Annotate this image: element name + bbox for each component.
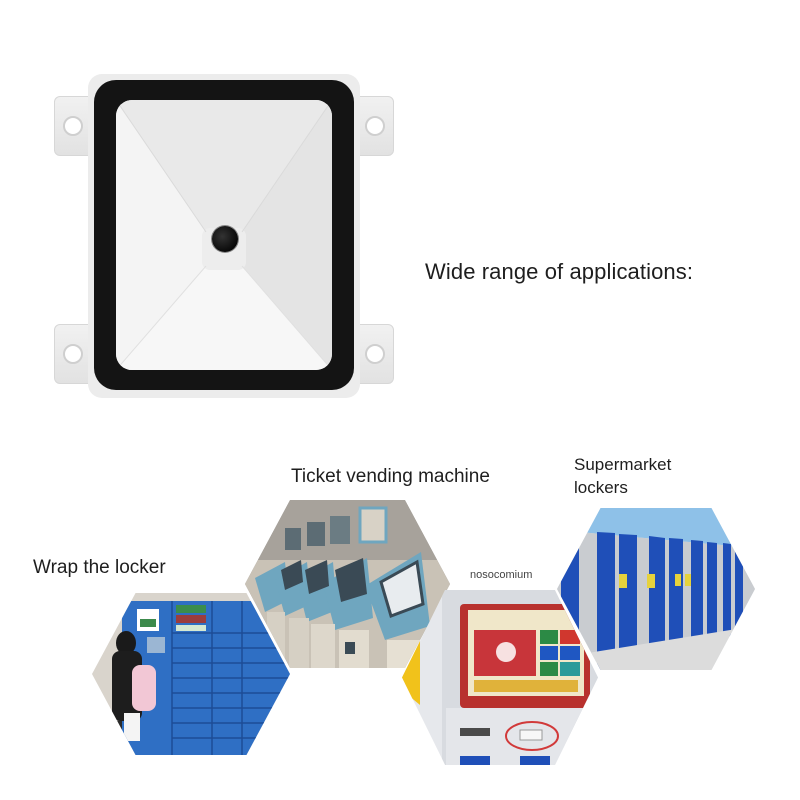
label-line-2: lockers [574, 477, 628, 497]
camera-lens-icon [212, 226, 238, 252]
hex-image-ticket-vending-machine [245, 500, 450, 668]
label-ticket-vending-machine: Ticket vending machine [291, 466, 490, 487]
screw-hole [365, 344, 385, 364]
label-nosocomium: nosocomium [470, 569, 533, 581]
label-supermarket-lockers: Supermarket lockers [574, 454, 671, 500]
label-wrap-the-locker: Wrap the locker [33, 557, 166, 578]
label-line-1: Supermarket [574, 455, 672, 474]
scanner-product-image [52, 74, 396, 398]
hex-image-supermarket-lockers [557, 508, 755, 670]
screw-hole [365, 116, 385, 136]
screw-hole [63, 344, 83, 364]
applications-headline: Wide range of applications: [425, 259, 694, 284]
scanner-window [116, 100, 332, 370]
hex-image-wrap-the-locker [92, 593, 290, 755]
screw-hole [63, 116, 83, 136]
hex-image-nosocomium [402, 590, 598, 765]
